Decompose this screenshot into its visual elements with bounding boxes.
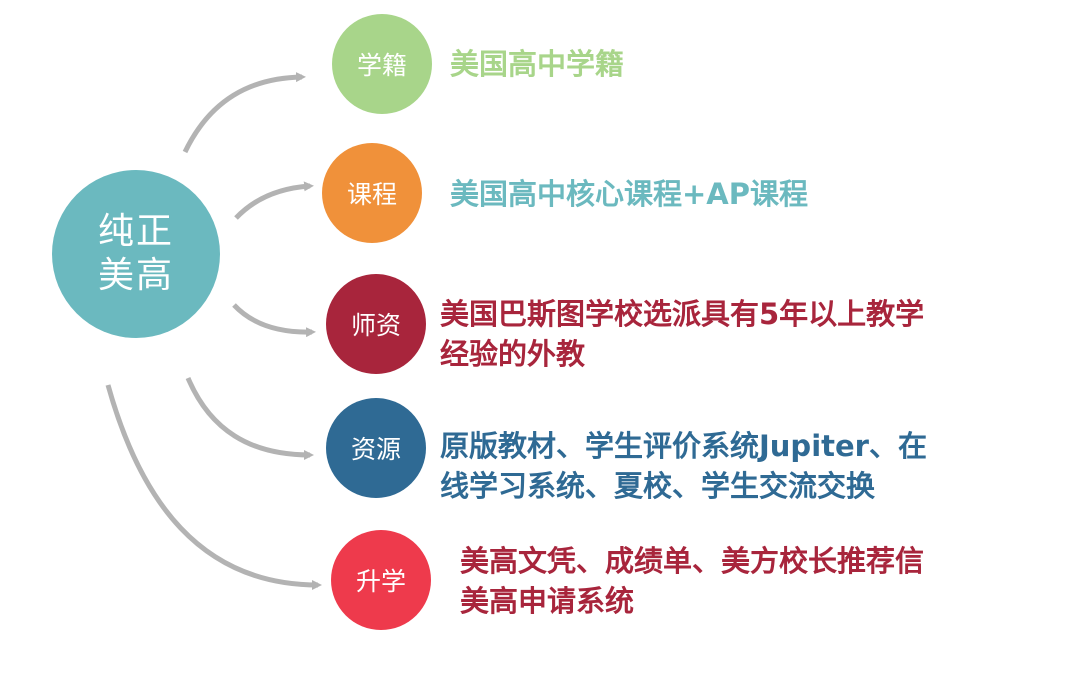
arrow-to-shizi: [232, 303, 316, 338]
arrow-to-xueji: [182, 72, 306, 154]
center-line-2: 美高: [97, 255, 174, 296]
desc-shengxue-line-2: 美高申请系统: [460, 584, 635, 618]
arrow-to-shengxue: [105, 384, 322, 590]
desc-xueji-line-1: 美国高中学籍: [450, 47, 625, 81]
arrow-to-ziyuan: [185, 377, 314, 460]
node-xueji: 学籍: [332, 14, 432, 114]
desc-kecheng-line-1: 美国高中核心课程+AP课程: [450, 177, 808, 211]
desc-ziyuan: 原版教材、学生评价系统Jupiter、在 线学习系统、夏校、学生交流交换: [440, 426, 927, 506]
node-xueji-label: 学籍: [356, 51, 407, 80]
desc-kecheng: 美国高中核心课程+AP课程: [450, 174, 808, 214]
desc-xueji: 美国高中学籍: [450, 44, 624, 84]
node-shengxue-label: 升学: [355, 567, 406, 596]
desc-shengxue-line-1: 美高文凭、成绩单、美方校长推荐信: [460, 544, 925, 578]
desc-shizi-line-1: 美国巴斯图学校选派具有5年以上教学: [440, 297, 925, 331]
desc-ziyuan-line-2: 线学习系统、夏校、学生交流交换: [440, 469, 876, 503]
arrow-to-kecheng: [234, 181, 314, 220]
desc-shizi-line-2: 经验的外教: [440, 337, 586, 371]
node-shizi-label: 师资: [350, 311, 401, 340]
node-kecheng: 课程: [322, 143, 422, 243]
desc-shengxue: 美高文凭、成绩单、美方校长推荐信 美高申请系统: [460, 541, 924, 621]
center-circle: 纯正 美高: [52, 170, 220, 338]
node-kecheng-label: 课程: [346, 180, 397, 209]
node-shizi: 师资: [326, 274, 426, 374]
node-shengxue: 升学: [331, 530, 431, 630]
center-line-1: 纯正: [97, 211, 174, 252]
node-ziyuan: 资源: [326, 398, 426, 498]
desc-shizi: 美国巴斯图学校选派具有5年以上教学 经验的外教: [440, 294, 924, 374]
node-ziyuan-label: 资源: [350, 435, 401, 464]
desc-ziyuan-line-1: 原版教材、学生评价系统Jupiter、在: [440, 429, 927, 463]
